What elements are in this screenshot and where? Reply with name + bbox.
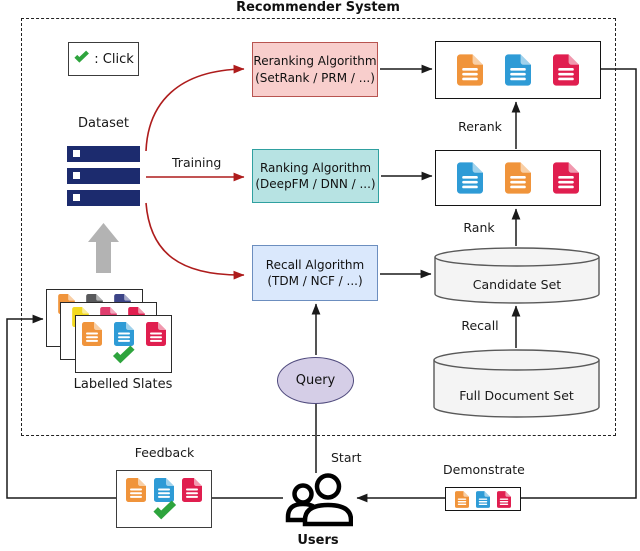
- recall-algorithm-examples: (TDM / NCF / ...): [267, 274, 363, 288]
- rank-label: Rank: [463, 220, 495, 235]
- server-led: [73, 150, 80, 157]
- demonstrate-label: Demonstrate: [443, 462, 525, 477]
- document-icon: [145, 322, 166, 346]
- legend-box: : Click: [68, 42, 139, 76]
- reranking-algorithm-box: Reranking Algorithm (SetRank / PRM / ...…: [252, 42, 378, 97]
- document-icon: [182, 478, 202, 502]
- dataset-icon: [67, 146, 140, 212]
- document-icon: [497, 490, 511, 508]
- document-icon: [457, 54, 483, 86]
- query-node: Query: [277, 357, 354, 404]
- start-label: Start: [331, 450, 362, 465]
- training-arrow-to-recall: [145, 202, 245, 280]
- candidate-set-cylinder: [434, 247, 600, 304]
- ranking-algorithm-examples: (DeepFM / DNN / ...): [255, 177, 376, 191]
- reranked-documents-box: [435, 41, 601, 99]
- recall-label: Recall: [461, 318, 499, 333]
- document-icon: [81, 322, 102, 346]
- document-icon: [457, 162, 483, 194]
- users-icon: [285, 473, 353, 527]
- training-arrow-to-reranking: [145, 64, 245, 152]
- legend-label: : Click: [94, 51, 134, 67]
- document-icon: [154, 478, 174, 502]
- document-icon: [553, 162, 579, 194]
- query-label: Query: [295, 373, 336, 388]
- document-icon: [113, 322, 134, 346]
- check-icon: [74, 50, 90, 63]
- document-icon: [505, 162, 531, 194]
- diagram-title: Recommender System: [236, 0, 400, 15]
- feedback-box: [116, 470, 212, 528]
- labelled-slates-label: Labelled Slates: [73, 377, 173, 392]
- check-icon: [152, 500, 176, 520]
- users-label: Users: [297, 533, 339, 548]
- system-boundary: [21, 18, 616, 436]
- slates-to-dataset-arrow-icon: [88, 223, 119, 273]
- dataset-label: Dataset: [78, 116, 129, 131]
- click-check-icon: [73, 50, 90, 68]
- recall-algorithm-title: Recall Algorithm: [265, 257, 365, 272]
- output-to-demonstrate-line: [521, 68, 637, 499]
- ranking-algorithm-title: Ranking Algorithm: [259, 160, 372, 175]
- rerank-label: Rerank: [458, 119, 502, 134]
- server-led: [73, 172, 80, 179]
- slate-card-front: [75, 315, 172, 373]
- document-icon: [476, 490, 490, 508]
- ranking-algorithm-box: Ranking Algorithm (DeepFM / DNN / ...): [252, 149, 379, 203]
- document-icon: [126, 478, 146, 502]
- reranking-algorithm-title: Reranking Algorithm: [253, 54, 377, 69]
- feedback-to-slates-arrow: [6, 314, 116, 499]
- server-bar: [67, 168, 140, 184]
- server-bar: [67, 190, 140, 206]
- full-document-set-cylinder: [433, 349, 600, 418]
- candidate-set-label: Candidate Set: [472, 277, 562, 292]
- document-icon: [505, 54, 531, 86]
- full-document-set-label: Full Document Set: [459, 388, 574, 403]
- check-icon: [112, 345, 135, 364]
- document-icon: [553, 54, 579, 86]
- demonstrate-box: [445, 487, 521, 511]
- document-icon: [455, 490, 469, 508]
- recall-algorithm-box: Recall Algorithm (TDM / NCF / ...): [252, 245, 378, 301]
- server-led: [73, 194, 80, 201]
- ranked-documents-box: [435, 150, 601, 206]
- reranking-algorithm-examples: (SetRank / PRM / ...): [255, 70, 375, 85]
- server-bar: [67, 146, 140, 162]
- training-label: Training: [172, 155, 222, 170]
- feedback-label: Feedback: [134, 445, 195, 460]
